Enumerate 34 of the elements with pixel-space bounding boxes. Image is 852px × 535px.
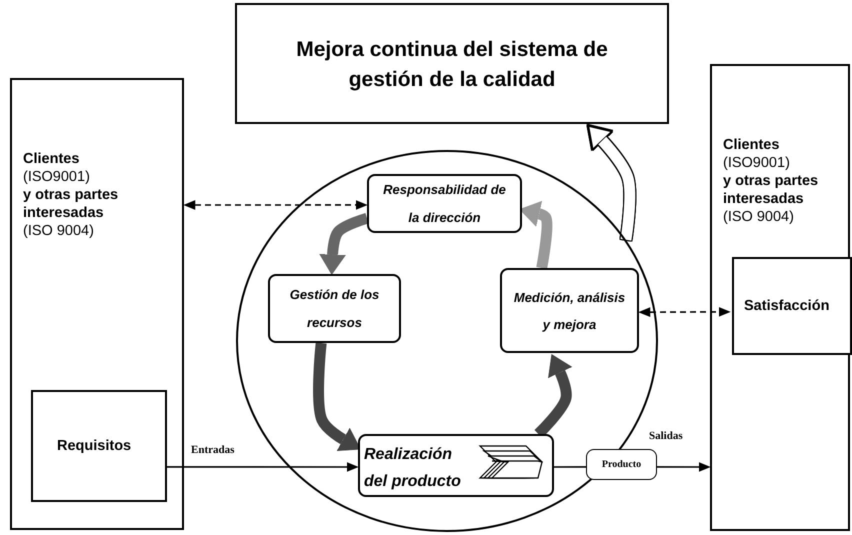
label-box xyxy=(732,257,852,355)
arrow xyxy=(657,462,710,472)
process-label: Realización del producto xyxy=(364,445,462,492)
process-box xyxy=(367,174,522,233)
process-label: Gestión de los recursos xyxy=(288,286,380,332)
process-box xyxy=(358,434,554,497)
panel-text: (ISO 9004) xyxy=(723,208,795,226)
product-box xyxy=(586,449,657,480)
arrow xyxy=(165,462,358,472)
panel-heading: y otras partes interesadas xyxy=(723,172,820,208)
title-box xyxy=(235,3,669,124)
box-label: Requisitos xyxy=(57,438,132,454)
panel-text: (ISO9001) xyxy=(23,168,91,186)
dashed-arrow xyxy=(184,200,368,210)
panel-text: (ISO 9004) xyxy=(23,222,95,240)
box-label: Satisfacción xyxy=(744,298,830,314)
title-text: Mejora continua del sistema de gestión de la calidad xyxy=(295,37,609,94)
edge-label: Entradas xyxy=(190,444,236,456)
process-box xyxy=(268,274,401,343)
process-label: Medición, análisis y mejora xyxy=(512,288,626,334)
panel-heading: Clientes xyxy=(23,150,80,168)
panel-text: (ISO9001) xyxy=(723,154,791,172)
block-arrow xyxy=(319,213,369,275)
label-box xyxy=(31,390,167,502)
dashed-arrow xyxy=(638,307,730,317)
stakeholder-panel xyxy=(710,64,850,531)
process-box xyxy=(500,268,639,353)
edge-label: Salidas xyxy=(648,430,684,442)
product-label: Producto xyxy=(602,459,642,470)
panel-heading: Clientes xyxy=(723,136,780,154)
panel-heading: y otras partes interesadas xyxy=(23,186,120,222)
stakeholder-panel xyxy=(10,78,184,530)
process-label: Responsabilidad de la dirección xyxy=(382,180,507,226)
connector-line xyxy=(554,466,586,468)
